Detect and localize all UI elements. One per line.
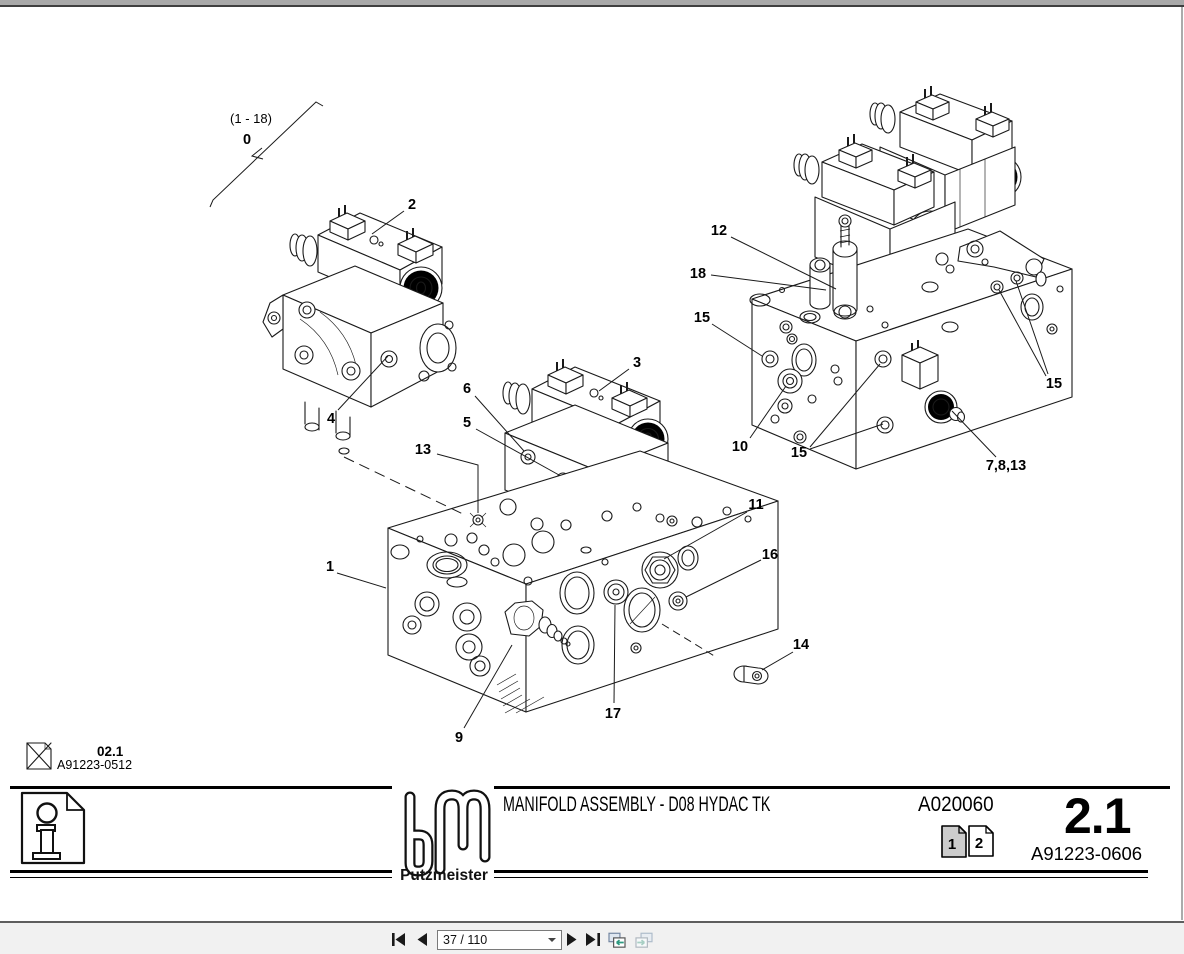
callout-1: 1	[326, 559, 334, 575]
callout-15-left: 15	[694, 310, 710, 326]
plug-item-14	[733, 665, 769, 685]
previous-page-button[interactable]	[413, 932, 431, 948]
putzmeister-logo: Putzmeister	[400, 789, 491, 883]
assembly-manifold-block	[387, 450, 779, 714]
callout-12: 12	[711, 223, 727, 239]
page-dropdown-caret-icon[interactable]	[548, 938, 556, 942]
next-page-button[interactable]	[563, 932, 581, 948]
rule-top-left	[10, 786, 392, 789]
last-page-button[interactable]	[584, 932, 602, 948]
previous-view-button[interactable]	[606, 932, 628, 948]
assembly-valve-left	[262, 205, 457, 455]
callout-5: 5	[463, 415, 471, 431]
block-stamp-marks	[496, 673, 545, 714]
page-number-value: 37 / 110	[443, 933, 488, 947]
revision-code: 02.1	[97, 744, 124, 759]
callout-4: 4	[327, 411, 335, 427]
rule-bottom-thin-right	[494, 877, 1148, 879]
callout-7-8-13: 7,8,13	[986, 458, 1026, 474]
callout-16: 16	[762, 547, 778, 563]
assembly-complete-manifold	[749, 86, 1073, 470]
page-number-combobox[interactable]: 37 / 110	[437, 930, 562, 950]
rule-bottom-thick-right	[494, 870, 1148, 873]
callout-6: 6	[463, 381, 471, 397]
next-view-button[interactable]	[633, 932, 655, 948]
callout-18: 18	[690, 266, 706, 282]
page-right-edge	[1181, 7, 1183, 920]
callout-2: 2	[408, 197, 416, 213]
callout-labels: (1 - 18) 0 2 4 3 6 5 13 1 11 16 17 9 14 …	[230, 111, 1062, 746]
leader-lines	[209, 101, 1049, 729]
callout-15-right: 15	[1046, 376, 1062, 392]
section-number: 2.1	[1064, 788, 1132, 844]
first-page-button[interactable]	[390, 932, 408, 948]
callout-group-range: (1 - 18)	[230, 111, 272, 126]
callout-13: 13	[415, 442, 431, 458]
callout-9: 9	[455, 730, 463, 746]
callout-14: 14	[793, 637, 809, 653]
page-icon-2-label: 2	[975, 835, 983, 852]
sheet-doc-number: A91223-0606	[1031, 843, 1143, 864]
page-icon-1-label: 1	[948, 836, 956, 853]
brand-wordmark: Putzmeister	[400, 867, 488, 883]
revision-doc-number: A91223-0512	[57, 758, 132, 772]
page-icon-1: 1	[941, 825, 967, 858]
revision-block: 02.1 A91223-0512	[26, 742, 132, 772]
window-top-strip	[0, 0, 1184, 7]
callout-10: 10	[732, 439, 748, 455]
info-document-icon	[20, 791, 86, 865]
exploded-parts-diagram: (1 - 18) 0 2 4 3 6 5 13 1 11 16 17 9 14 …	[26, 86, 1073, 772]
rule-bottom-thin-left	[10, 877, 392, 879]
rule-bottom-thick-left	[10, 870, 392, 873]
page-icon-2: 2	[968, 825, 994, 857]
rule-top-right	[494, 786, 1170, 789]
sheet-title: MANIFOLD ASSEMBLY - D08 HYDAC TK	[503, 793, 771, 816]
callout-11: 11	[748, 497, 763, 513]
callout-3: 3	[633, 355, 641, 371]
callout-15-bottom: 15	[791, 445, 807, 461]
callout-group-0: 0	[243, 132, 251, 148]
superseded-document-icon	[26, 742, 52, 770]
viewer-toolbar: 37 / 110	[0, 921, 1184, 954]
callout-17: 17	[605, 706, 621, 722]
assembly-part-number: A020060	[918, 793, 994, 816]
